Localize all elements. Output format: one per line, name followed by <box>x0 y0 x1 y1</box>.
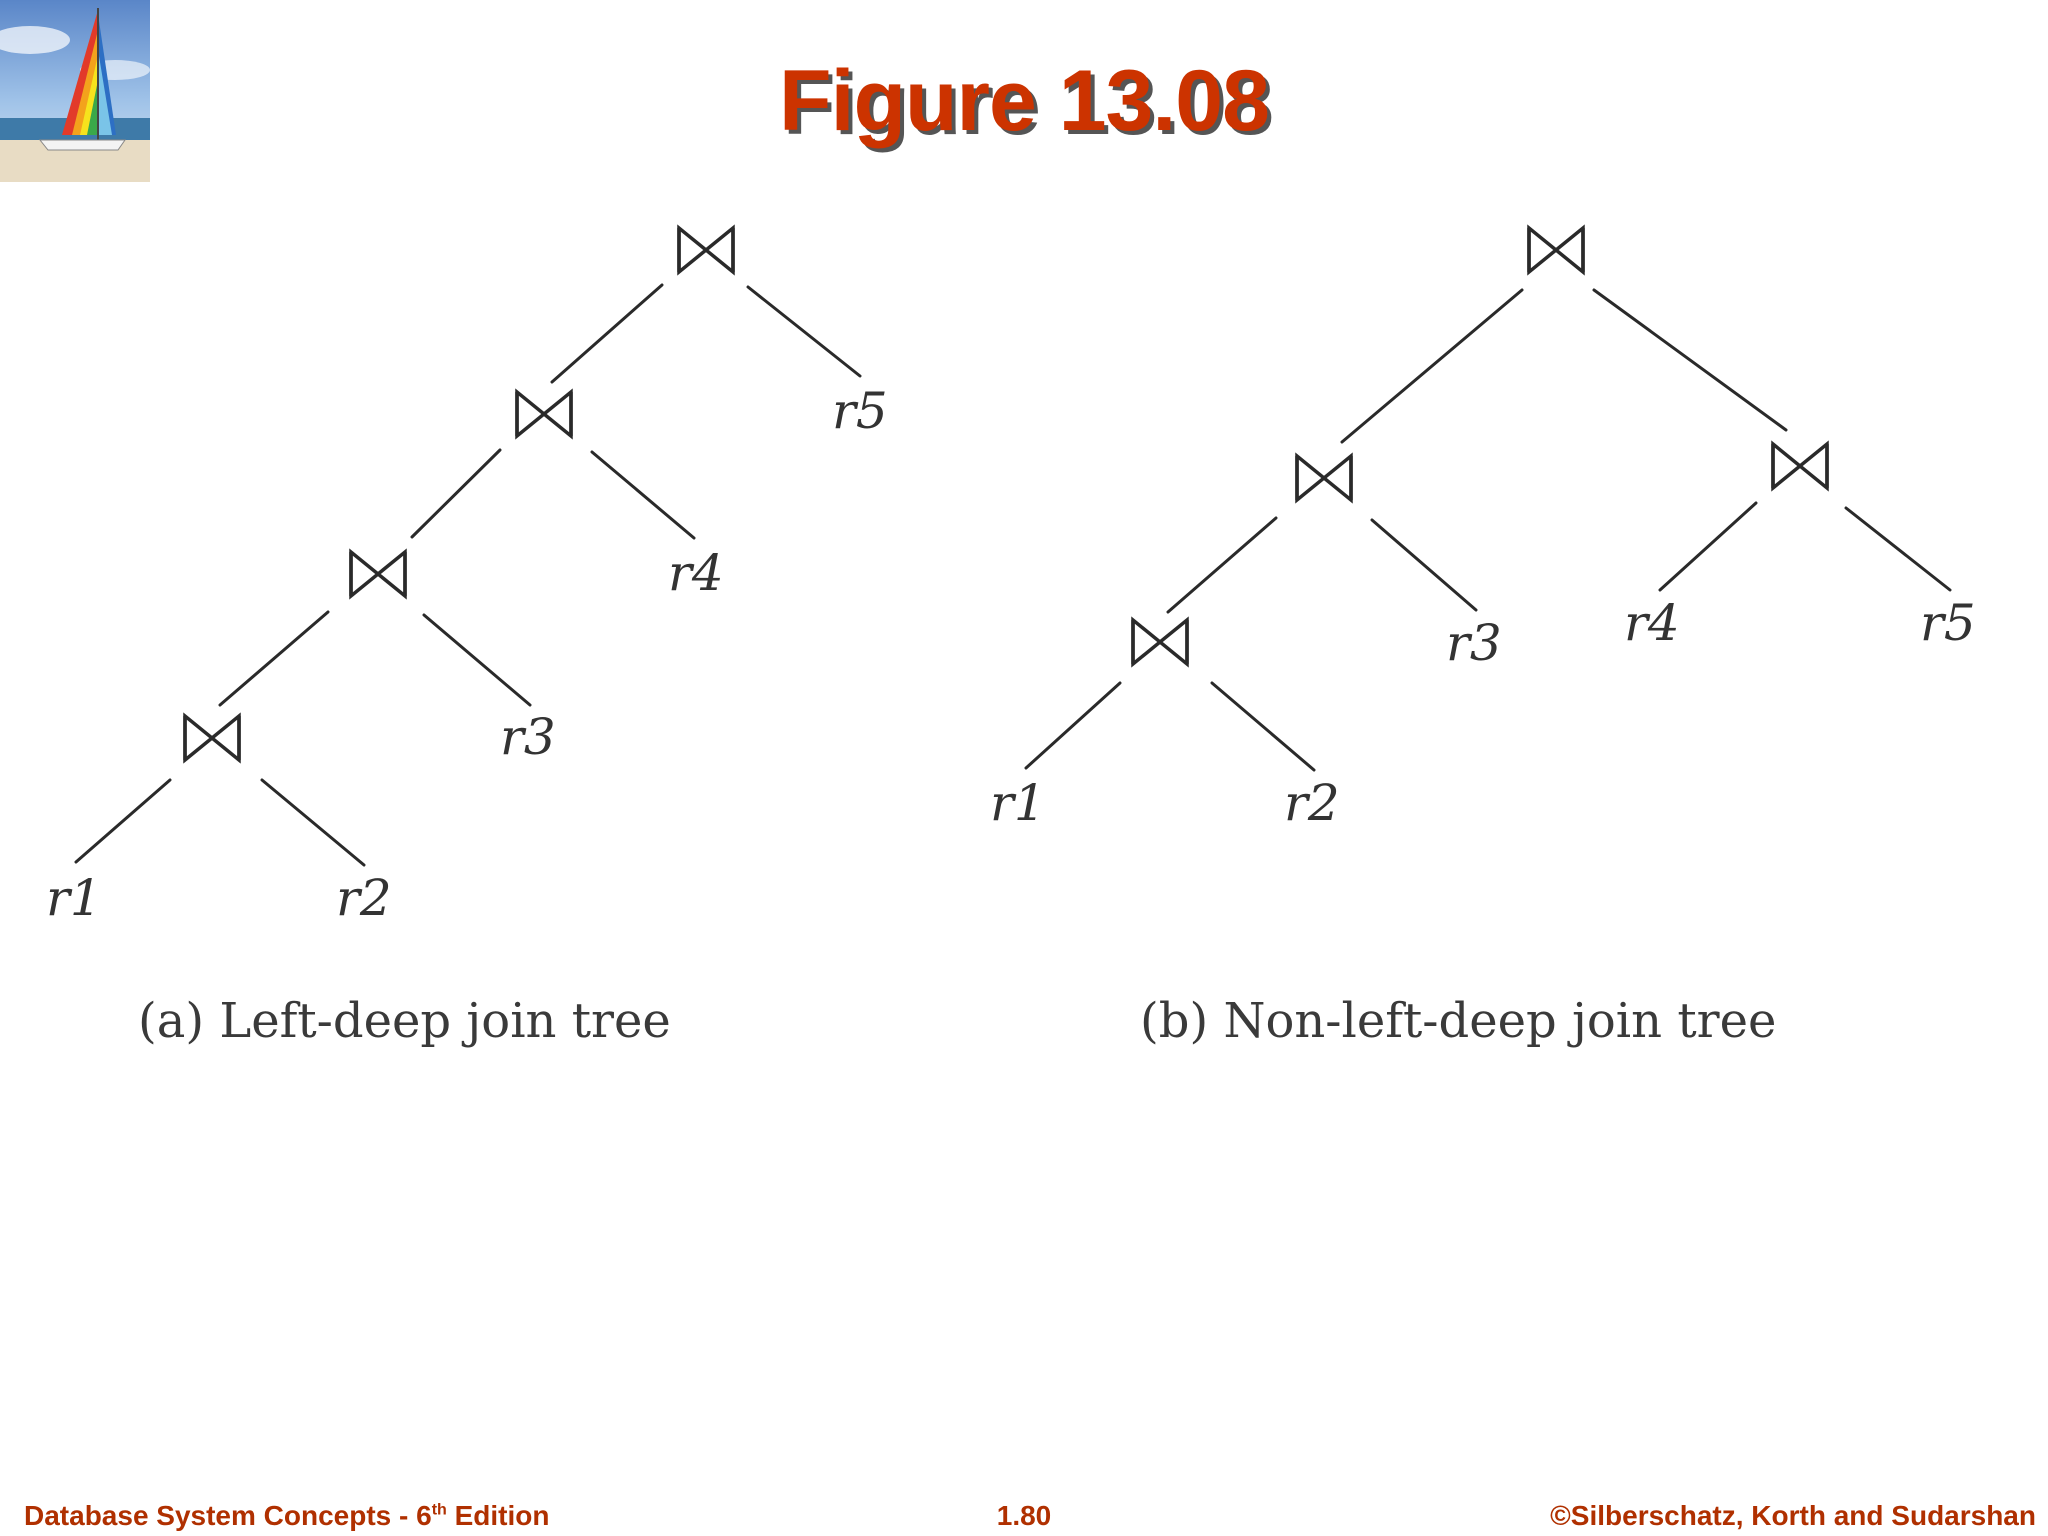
leaf-label-r3: r3 <box>500 708 556 766</box>
leaf-label-r2: r2 <box>1284 774 1340 832</box>
sailboat-logo <box>0 0 150 182</box>
edge <box>422 613 532 707</box>
leaf-label-r4: r4 <box>668 544 724 602</box>
footer-book-title: Database System Concepts - 6th Edition <box>24 1500 550 1531</box>
edge <box>1592 288 1788 432</box>
non-left-deep-join-tree: r3 r4 r5 r1 r2 (b) Non-left-deep join tr… <box>990 226 1976 1049</box>
edge <box>1658 501 1758 592</box>
caption-non-left-deep: (b) Non-left-deep join tree <box>1140 993 1776 1049</box>
edge <box>1844 506 1952 592</box>
edge <box>1340 288 1524 444</box>
footer-copyright: ©Silberschatz, Korth and Sudarshan <box>1550 1500 2036 1531</box>
edge <box>550 283 664 384</box>
leaf-label-r1: r1 <box>990 774 1046 832</box>
edge <box>1370 518 1478 612</box>
edge <box>1210 681 1316 772</box>
footer-page-number: 1.80 <box>996 1500 1052 1531</box>
join-operator-icon <box>1527 226 1585 274</box>
edge <box>746 285 862 378</box>
join-operator-icon <box>677 226 735 274</box>
caption-left-deep: (a) Left-deep join tree <box>138 993 671 1049</box>
leaf-label-r1: r1 <box>46 869 102 927</box>
edge <box>590 450 696 540</box>
join-operator-icon <box>349 550 407 598</box>
join-operator-icon <box>1131 618 1189 666</box>
edge <box>1024 681 1122 770</box>
join-operator-icon <box>1771 442 1829 490</box>
leaf-label-r5: r5 <box>1920 594 1976 652</box>
edge <box>1166 516 1278 614</box>
edge <box>218 610 330 707</box>
leaf-label-r3: r3 <box>1446 614 1502 672</box>
edge <box>74 778 172 864</box>
join-operator-icon <box>183 714 241 762</box>
leaf-label-r2: r2 <box>336 869 392 927</box>
join-operator-icon <box>515 390 573 438</box>
edge <box>260 778 366 867</box>
leaf-label-r5: r5 <box>832 382 888 440</box>
slide-title: Figure 13.08 <box>779 53 1270 149</box>
leaf-label-r4: r4 <box>1624 594 1680 652</box>
join-operator-icon <box>1295 454 1353 502</box>
edge <box>410 448 502 539</box>
left-deep-join-tree: r5 r4 r3 r1 r2 (a) Left-deep join tree <box>46 226 888 1049</box>
